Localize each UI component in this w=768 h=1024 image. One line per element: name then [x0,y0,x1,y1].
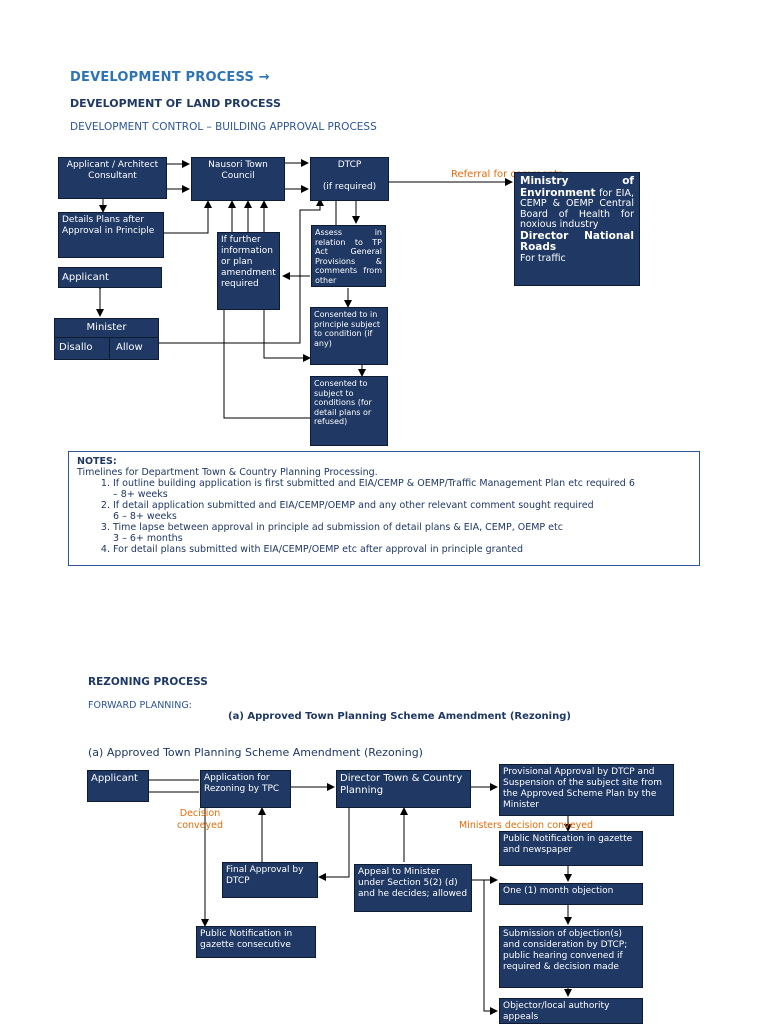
provisional-approval-box: Provisional Approval by DTCP and Suspens… [499,764,674,816]
consent-principle-box: Consented to in principle subject to con… [310,307,388,365]
allow-label: Allow [116,342,143,353]
director-box: Director Town & Country Planning [336,770,471,808]
rezoning-application-box: Application for Rezoning by TPC [200,770,291,808]
ministry-box: Ministry of Environment for EIA, CEMP & … [514,172,640,286]
dtcp-note: (if required) [322,182,377,192]
submission-objection-box: Submission of objection(s) and considera… [499,926,643,988]
disallow-label: Disallo [55,338,110,359]
objector-appeal-box: Objector/local authority appeals [499,998,643,1024]
ministry-text1: for EIA, CEMP & OEMP Central Board of He… [520,187,634,230]
decision-conveyed-label: Decision conveyed [176,808,224,831]
assess-box: Assess in relation to TP Act General Pro… [311,225,386,287]
section-subheading: DEVELOPMENT CONTROL – BUILDING APPROVAL … [70,121,377,133]
applicant-architect-box: Applicant / Architect Consultant [58,157,167,199]
note-item: If detail application submitted and EIA/… [113,500,691,522]
forward-planning-label: FORWARD PLANNING: [88,700,192,711]
nausori-council-box: Nausori Town Council [191,157,285,201]
further-info-box: If further information or plan amendment… [217,232,280,310]
consent-conditions-box: Consented to subject to conditions (for … [310,376,388,446]
notes-list: If outline building application is first… [77,478,691,555]
public-notification-box: Public Notification in gazette and newsp… [499,831,643,866]
section-heading: DEVELOPMENT OF LAND PROCESS [70,97,281,110]
page-title: DEVELOPMENT PROCESS → [70,70,270,85]
ministry-text2: For traffic [520,252,566,264]
scheme-amendment-subheading: (a) Approved Town Planning Scheme Amendm… [88,746,423,759]
referral-label: Referral for comments [451,169,564,180]
public-gazette-box: Public Notification in gazette consecuti… [196,926,316,958]
notes-panel: NOTES: Timelines for Department Town & C… [68,451,700,566]
note-item: For detail plans submitted with EIA/CEMP… [113,544,691,555]
notes-title: NOTES: [77,456,117,467]
dtcp-label: DTCP [337,160,362,170]
final-approval-box: Final Approval by DTCP [222,862,318,898]
rezoning-applicant-box: Applicant [87,770,149,802]
scheme-amendment-heading: (a) Approved Town Planning Scheme Amendm… [228,711,571,722]
minister-label: Minister [55,319,158,338]
rezoning-title: REZONING PROCESS [88,676,208,688]
ministers-decision-label: Ministers decision conveyed [459,820,594,831]
dtcp-box: DTCP (if required) [310,157,389,201]
details-plans-box: Details Plans after Approval in Principl… [58,212,164,258]
notes-intro: Timelines for Department Town & Country … [77,467,378,478]
ministry-title: Ministry of Environment [520,175,634,199]
applicant-box: Applicant [58,267,162,288]
objection-period-box: One (1) month objection [499,883,643,905]
note-item: If outline building application is first… [113,478,691,500]
minister-box: Minister Disallo Allow [54,318,159,360]
ministry-title2: Director National Roads [520,229,634,253]
appeal-box: Appeal to Minister under Section 5(2) (d… [354,864,472,912]
note-item: Time lapse between approval in principle… [113,522,691,544]
